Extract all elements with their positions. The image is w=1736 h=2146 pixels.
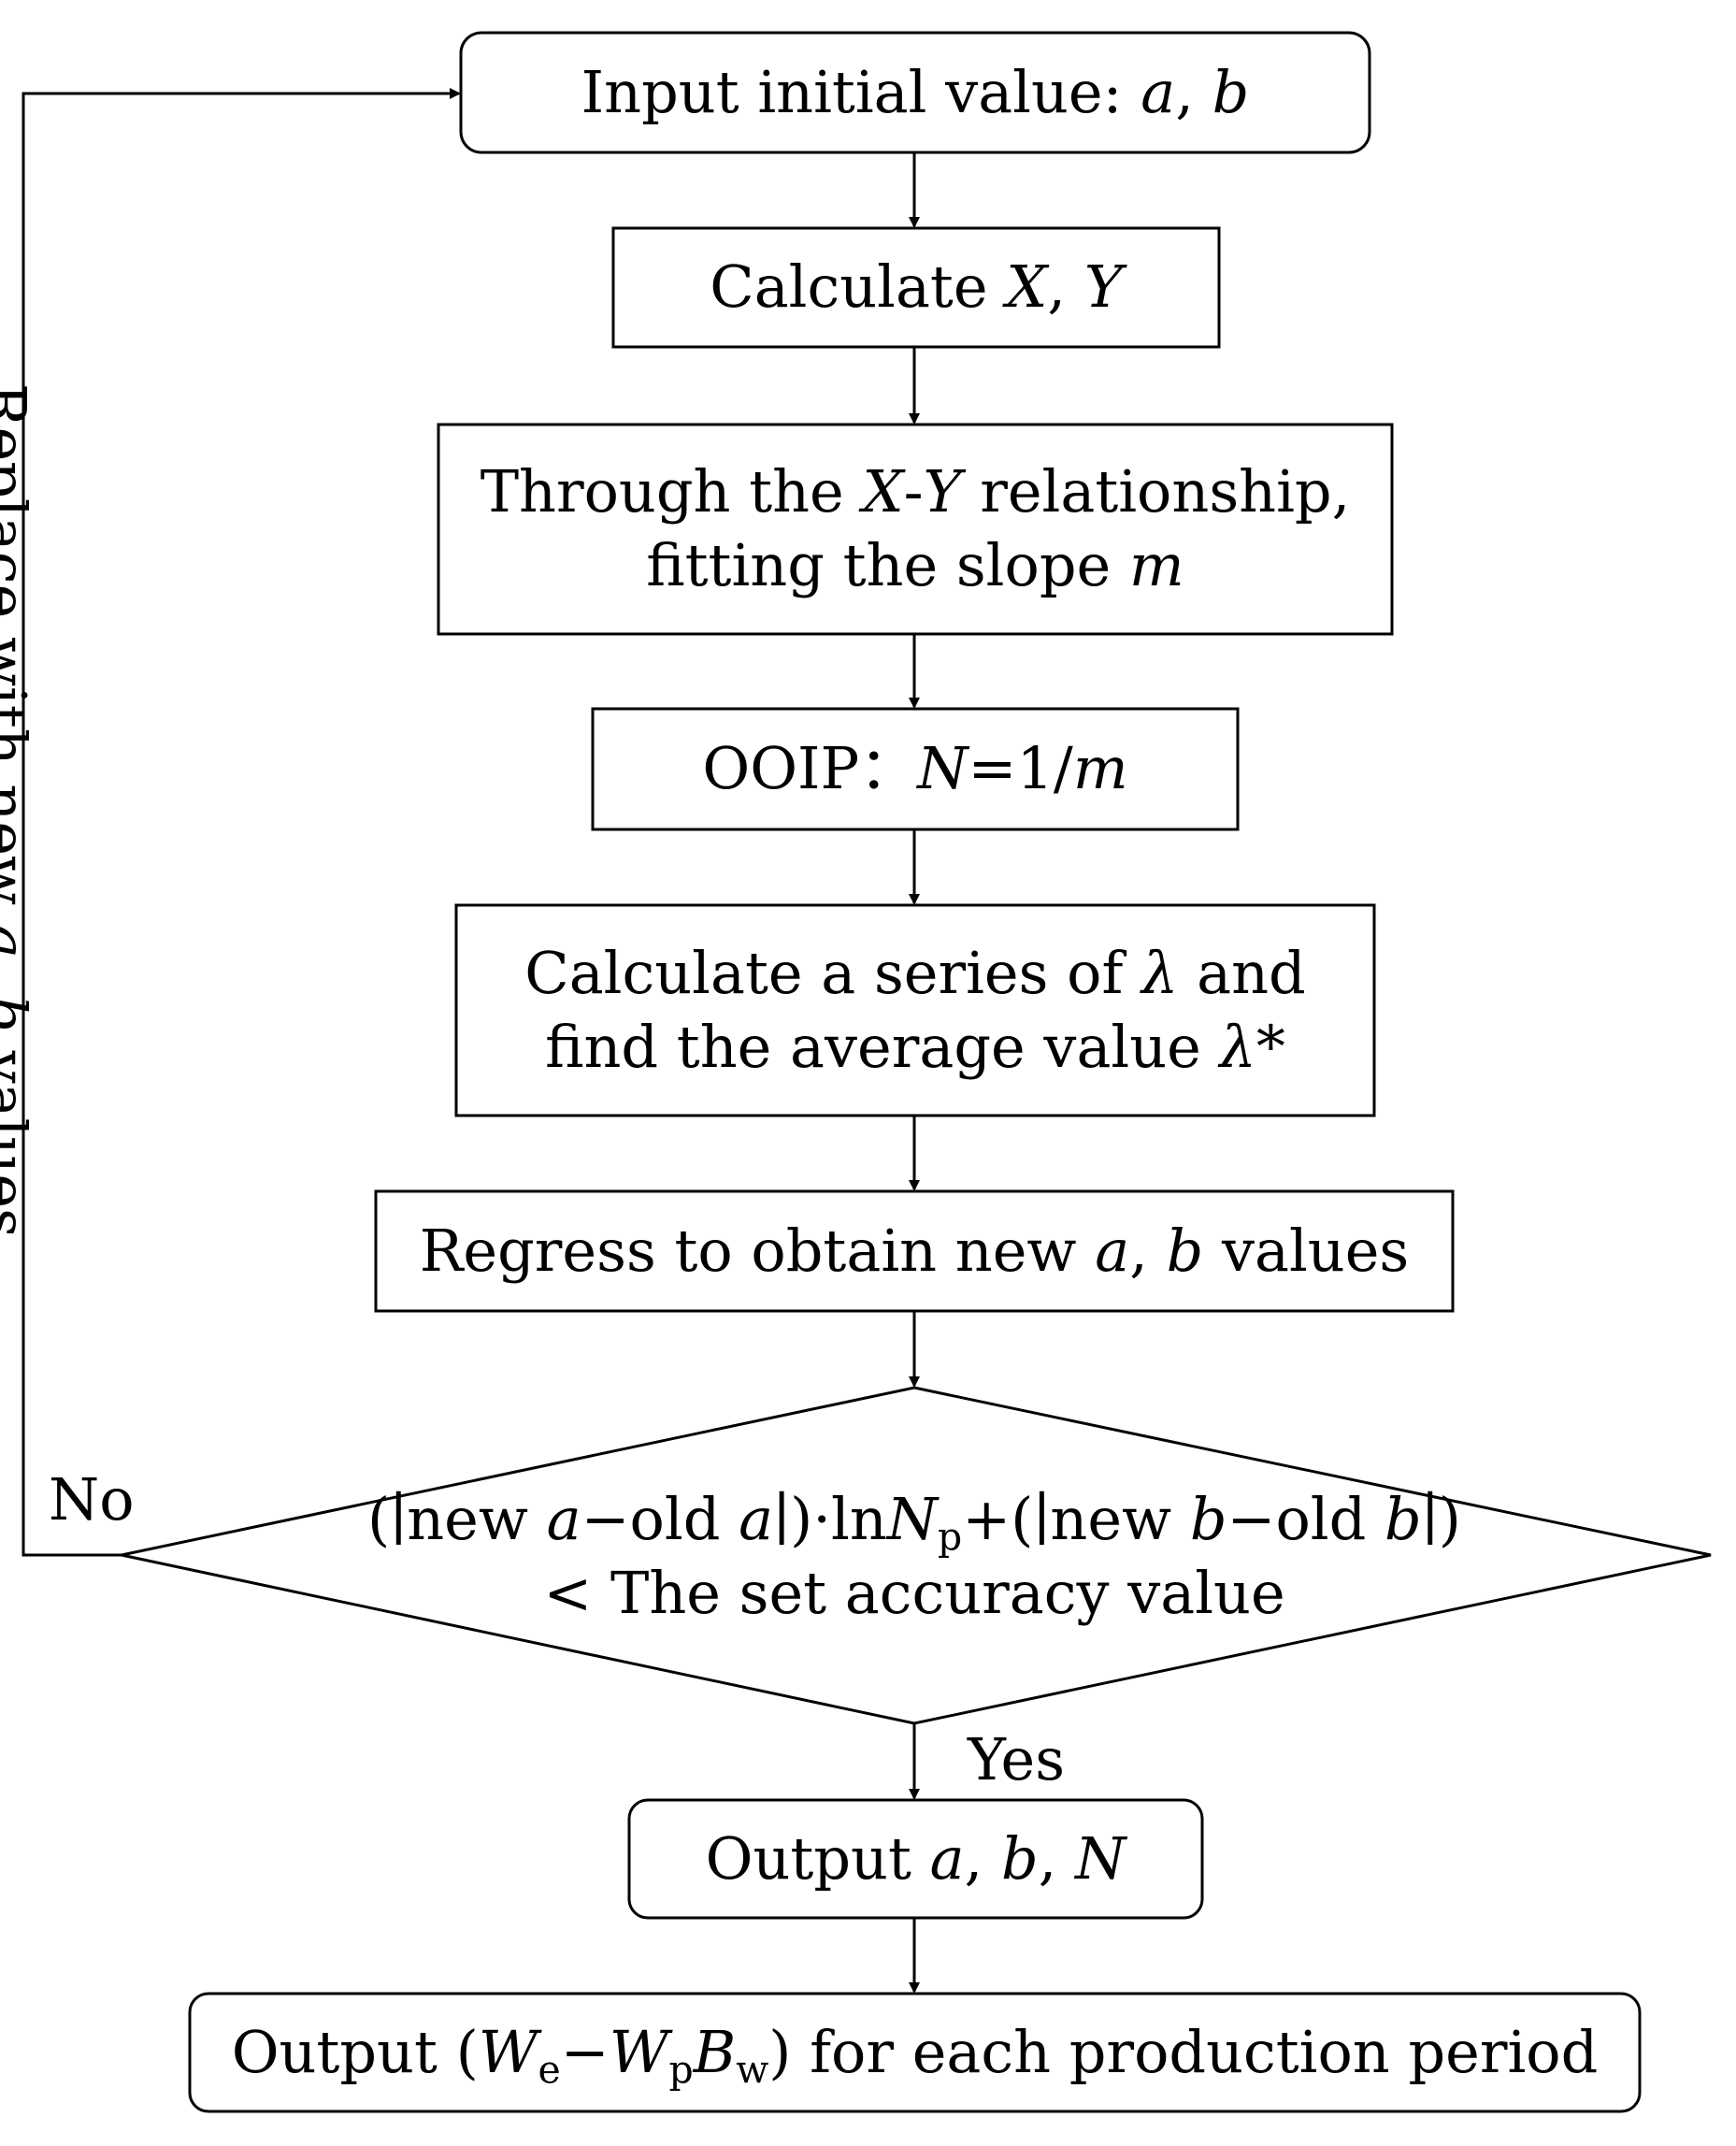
- edge-label-no: No: [49, 1465, 135, 1534]
- edge-label-loop: Replace with new a, b values: [0, 383, 39, 1238]
- edge-label-yes: Yes: [968, 1725, 1066, 1793]
- node-decision-text: (∣new a−old a∣)·lnNp+(∣new b−old b∣) < T…: [367, 1485, 1461, 1627]
- node-calc-xy-box: [611, 226, 1221, 349]
- node-regress-text: Regress to obtain new a, b values: [419, 1216, 1410, 1285]
- node-ooip-text: OOIP：N=1/m: [702, 734, 1128, 803]
- node-output-w-box: [188, 1992, 1642, 2113]
- node-output-w-text: Output (We−WpBw) for each production per…: [231, 2017, 1599, 2093]
- node-fit-text: Through the X-Y relationship, fitting th…: [480, 457, 1351, 599]
- node-calc-xy-text: Calculate X, Y: [710, 252, 1123, 322]
- node-output-abn-text: Output a, b, N: [705, 1823, 1126, 1893]
- node-lambda-text: Calculate a series of λ and find the ave…: [524, 938, 1306, 1081]
- edge-no-loop-back: [22, 88, 461, 1557]
- node-input-text: Input initial value: a, b: [581, 57, 1250, 126]
